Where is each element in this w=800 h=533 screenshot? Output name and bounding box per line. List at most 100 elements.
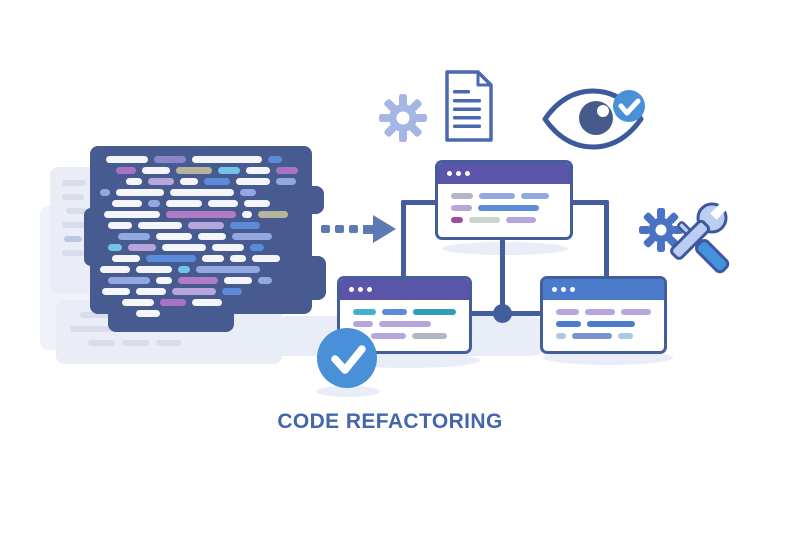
window-content-segment	[587, 321, 635, 327]
window-content-segment	[556, 333, 566, 339]
code-segment	[126, 178, 142, 185]
window-content	[438, 184, 570, 223]
code-segment	[230, 222, 260, 229]
code-segment	[136, 288, 166, 295]
code-segment	[246, 167, 270, 174]
ghost-segment	[66, 208, 86, 214]
window-dot	[465, 171, 470, 176]
code-segment	[192, 156, 262, 163]
code-segment	[196, 266, 260, 273]
code-segment	[218, 167, 240, 174]
code-block	[90, 146, 312, 314]
window-content-segment	[585, 309, 615, 315]
gear-icon	[379, 94, 427, 142]
code-segment	[276, 178, 296, 185]
code-block-bump-right-1	[300, 186, 324, 214]
arrow-dash	[321, 225, 330, 233]
window-content-segment	[451, 217, 463, 223]
connector-left-horizontal	[401, 200, 437, 205]
code-segment	[222, 288, 242, 295]
code-segment	[236, 178, 270, 185]
code-segment	[116, 167, 136, 174]
ghost-segment	[122, 340, 149, 346]
window-content-segment	[479, 193, 515, 199]
eye-check-icon	[542, 88, 645, 150]
code-segment	[202, 255, 224, 262]
code-segment	[148, 178, 174, 185]
code-segment	[100, 266, 130, 273]
page-title: CODE REFACTORING	[277, 410, 503, 433]
ghost-segment	[88, 340, 115, 346]
code-segment	[224, 277, 252, 284]
window-titlebar	[438, 163, 570, 184]
ghost-line	[66, 208, 122, 214]
code-segment	[108, 222, 132, 229]
code-segment	[156, 277, 172, 284]
code-line	[108, 277, 312, 284]
window-dot	[447, 171, 452, 176]
code-line	[116, 167, 312, 174]
gear-wrench-icon	[639, 200, 730, 274]
window-content-line	[451, 205, 558, 211]
code-line	[100, 189, 312, 196]
arrow-right-icon	[321, 214, 396, 244]
code-segment	[178, 277, 218, 284]
window-content-segment	[371, 333, 406, 339]
code-line	[118, 233, 312, 240]
ghost-segment	[80, 312, 120, 318]
code-segment	[148, 200, 160, 207]
window-content-segment	[413, 309, 456, 315]
connector-right-vertical	[604, 200, 609, 280]
ghost-segment	[64, 236, 82, 242]
window-dot	[358, 287, 363, 292]
checkmark-glyph	[331, 345, 366, 374]
ghost-line	[62, 180, 122, 186]
code-segment	[198, 233, 226, 240]
window-content	[543, 300, 664, 339]
code-segment	[242, 211, 252, 218]
ghost-line	[88, 340, 280, 346]
code-segment	[232, 233, 272, 240]
window-content-segment	[506, 217, 536, 223]
window-titlebar	[543, 279, 664, 300]
code-line	[126, 178, 312, 185]
connector-node	[493, 304, 512, 323]
window-content-segment	[572, 333, 612, 339]
window-content-segment	[353, 309, 376, 315]
window-content-segment	[451, 205, 472, 211]
window-content-segment	[618, 333, 633, 339]
code-segment	[142, 167, 170, 174]
window-content-segment	[556, 321, 581, 327]
code-line	[112, 255, 312, 262]
window-child-right	[540, 276, 667, 354]
code-line	[102, 288, 312, 295]
connector-middle-vertical	[500, 236, 505, 314]
window-content	[340, 300, 469, 339]
arrow-dash	[349, 225, 358, 233]
window-dot	[367, 287, 372, 292]
window-content-line	[556, 321, 652, 327]
code-segment	[258, 277, 272, 284]
code-line	[104, 211, 312, 218]
checkmark-badge-icon	[317, 328, 377, 388]
code-segment	[106, 156, 148, 163]
code-segment	[118, 233, 150, 240]
ghost-segment	[62, 250, 84, 256]
code-segment	[172, 288, 216, 295]
code-segment	[100, 189, 110, 196]
window-content-segment	[521, 193, 549, 199]
window-dot	[456, 171, 461, 176]
ghost-segment	[62, 222, 86, 228]
window-content-line	[451, 193, 558, 199]
ghost-line	[80, 312, 280, 318]
window-content-segment	[382, 309, 407, 315]
code-block-bump-right-2	[300, 256, 326, 300]
code-segment	[162, 244, 206, 251]
window-content-segment	[451, 193, 473, 199]
code-segment	[108, 244, 122, 251]
window-parent	[435, 160, 573, 240]
code-segment	[276, 167, 298, 174]
code-segment	[116, 189, 164, 196]
code-line	[106, 156, 312, 163]
